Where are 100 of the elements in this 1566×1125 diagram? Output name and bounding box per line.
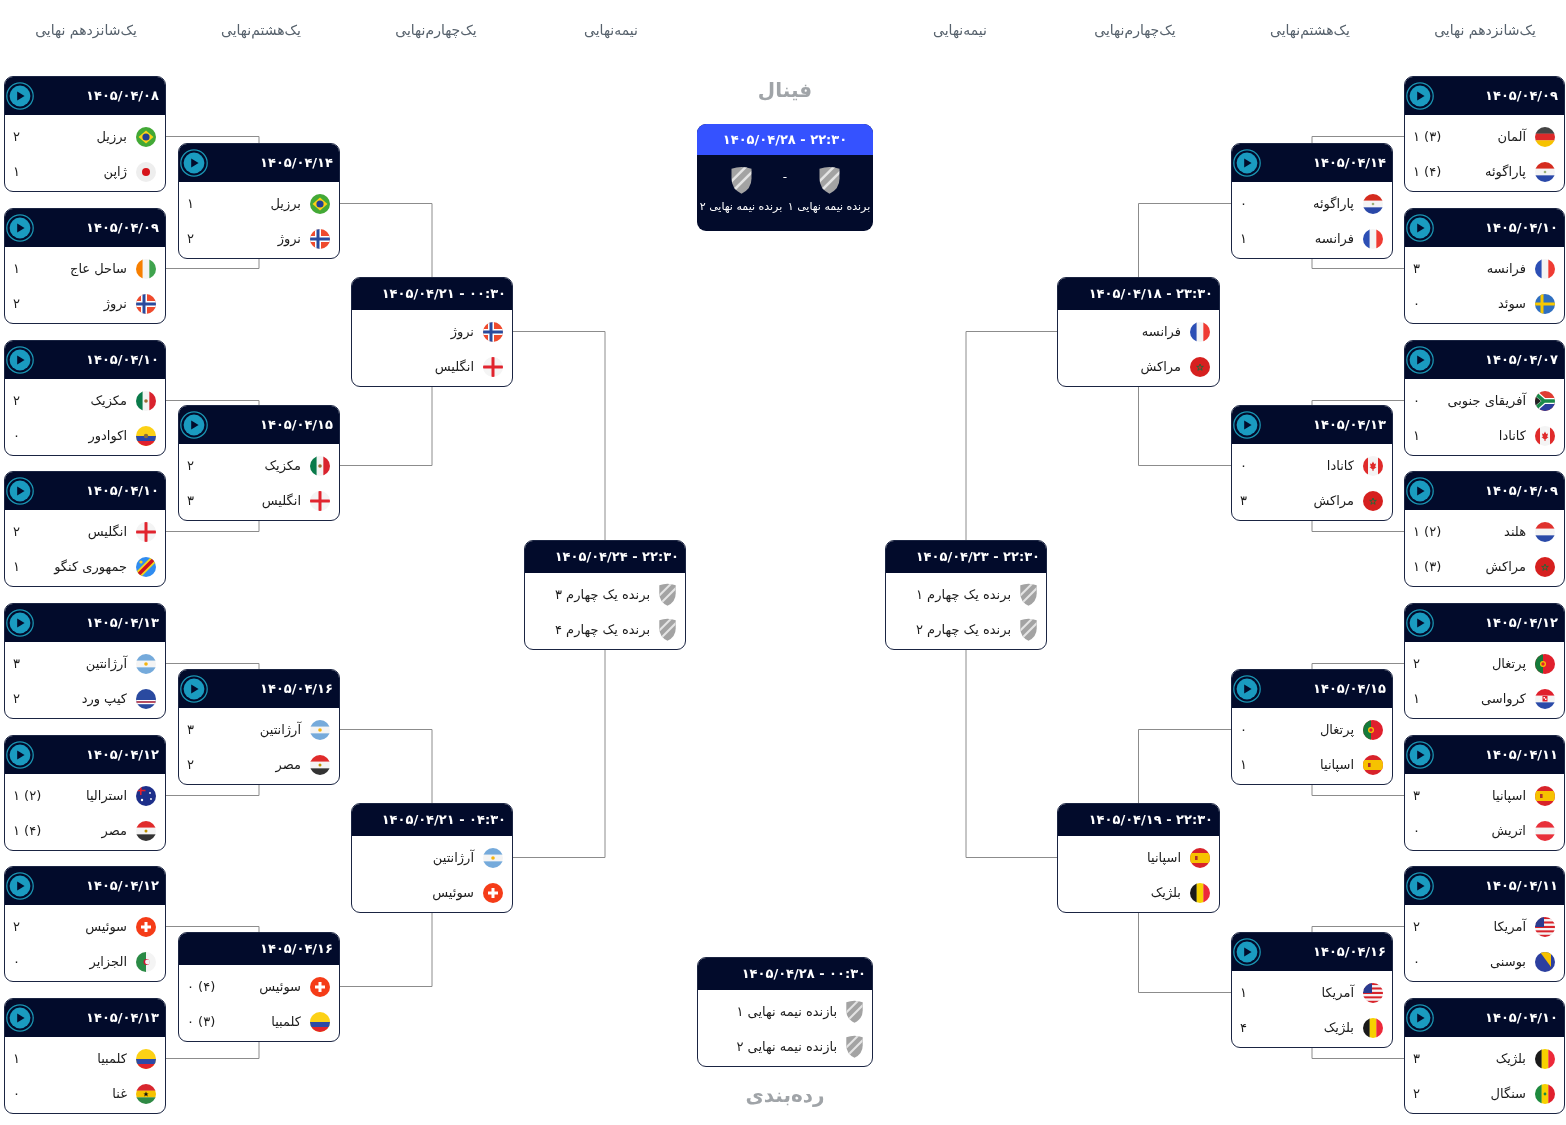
score: ۲ xyxy=(13,127,20,146)
score: ۳ xyxy=(13,654,20,673)
match-date: ۱۴۰۵/۰۴/۰۹ xyxy=(1485,482,1558,501)
team-name: اتریش xyxy=(1491,821,1526,841)
score: ۱ xyxy=(1413,689,1420,708)
match-card xyxy=(4,735,166,851)
connector-line xyxy=(1311,400,1405,406)
score: ۰ xyxy=(1240,194,1247,213)
team-name: برزیل xyxy=(96,127,127,146)
score: ۲ xyxy=(187,229,194,248)
team-name: کیپ ورد xyxy=(81,689,127,709)
match-card xyxy=(1231,143,1393,259)
match-card xyxy=(524,540,686,650)
team-name: آفریقای جنوبی xyxy=(1447,391,1526,411)
match-card xyxy=(697,957,873,1067)
team-name: سوئیس xyxy=(432,883,474,903)
connector-line xyxy=(165,520,260,532)
match-card xyxy=(4,208,166,324)
connector-line xyxy=(339,203,433,278)
match-card xyxy=(4,866,166,982)
team-name: نروژ xyxy=(103,294,127,314)
match-date: ۱۴۰۵/۰۴/۱۲ xyxy=(86,877,159,896)
score: ۳ xyxy=(1413,259,1420,278)
team-name: برنده نیمه نهایی ۲ xyxy=(699,199,783,215)
score: ۱ (۲) xyxy=(13,786,42,805)
team-name: مکزیک xyxy=(90,391,127,411)
score: ۲ xyxy=(1413,1084,1420,1103)
match-date: ۱۴۰۵/۰۴/۱۵ xyxy=(1313,680,1386,699)
score: ۰ xyxy=(13,1084,20,1103)
connector-line xyxy=(1311,926,1405,933)
connector-line xyxy=(1311,258,1405,269)
score: ۱ xyxy=(1413,426,1420,445)
team-name: سوئد xyxy=(1497,294,1526,314)
team-name: پاراگوئه xyxy=(1313,194,1354,214)
team-name: سنگال xyxy=(1490,1084,1526,1103)
match-date: ۱۴۰۵/۰۴/۱۳ xyxy=(1313,416,1386,435)
team-name: اسپانیا xyxy=(1492,786,1526,805)
match-date: ۱۴۰۵/۰۴/۱۹ - ۲۲:۳۰ xyxy=(1088,811,1213,830)
score: ۱ xyxy=(13,557,20,576)
score: ۱ xyxy=(1240,229,1247,248)
round-heading: یک‌چهارم‌نهایی xyxy=(395,21,477,41)
team-name: فرانسه xyxy=(1314,229,1354,249)
score: ۰ xyxy=(1413,294,1420,313)
match-card xyxy=(4,340,166,456)
match-card xyxy=(885,540,1047,650)
match-card xyxy=(1404,208,1565,324)
connector-line xyxy=(339,912,433,987)
team-name: ساحل عاج xyxy=(70,259,127,278)
match-card xyxy=(4,76,166,192)
score: ۰ (۴) xyxy=(187,977,216,996)
score: ۰ xyxy=(1413,391,1420,410)
score: ۲ xyxy=(13,522,20,541)
match-date: ۱۴۰۵/۰۴/۱۲ xyxy=(1485,614,1558,633)
team-name: الجزایر xyxy=(89,952,127,972)
match-date: ۱۴۰۵/۰۴/۲۸ - ۰۰:۳۰ xyxy=(741,965,866,984)
team-name: مراکش xyxy=(1140,357,1181,377)
match-card xyxy=(1231,932,1393,1048)
match-date: ۱۴۰۵/۰۴/۱۳ xyxy=(86,1009,159,1028)
score: ۱ xyxy=(13,259,20,278)
match-date: ۱۴۰۵/۰۴/۱۰ xyxy=(86,351,159,370)
connector-line xyxy=(165,400,260,406)
match-card xyxy=(4,603,166,719)
team-name: پرتغال xyxy=(1491,654,1526,673)
match-date: ۱۴۰۵/۰۴/۰۹ xyxy=(1485,87,1558,106)
score: ۲ xyxy=(13,917,20,936)
team-name: برنده یک چهارم ۳ xyxy=(555,585,650,604)
round-heading: نیمه‌نهایی xyxy=(584,21,638,41)
score: ۱ (۳) xyxy=(1413,557,1442,576)
match-card xyxy=(1057,277,1220,387)
score: ۰ xyxy=(1413,952,1420,971)
match-card xyxy=(1404,998,1565,1114)
section-title: رده‌بندی xyxy=(745,1082,825,1108)
match-card xyxy=(4,998,166,1114)
match-card xyxy=(4,471,166,587)
match-card xyxy=(1231,669,1393,785)
score: ۲ xyxy=(1413,917,1420,936)
match-card xyxy=(1404,471,1565,587)
match-card xyxy=(1404,76,1565,192)
score: ۳ xyxy=(1240,491,1247,510)
match-date: ۱۴۰۵/۰۴/۰۸ xyxy=(86,87,159,106)
team-name: انگلیس xyxy=(87,522,127,542)
round-heading: یک‌هشتم‌نهایی xyxy=(1270,21,1350,41)
connector-line xyxy=(965,649,1058,858)
score: ۰ xyxy=(1413,821,1420,840)
match-date: ۱۴۰۵/۰۴/۲۴ - ۲۲:۳۰ xyxy=(554,548,679,567)
match-date: ۱۴۰۵/۰۴/۱۰ xyxy=(1485,219,1558,238)
score: ۱ xyxy=(1240,755,1247,774)
score: ۲ xyxy=(187,456,194,475)
match-date: ۱۴۰۵/۰۴/۲۳ - ۲۲:۳۰ xyxy=(915,548,1040,567)
match-date: ۱۴۰۵/۰۴/۱۰ xyxy=(86,482,159,501)
connector-line xyxy=(1138,203,1232,278)
connector-line xyxy=(165,784,260,796)
team-name: سوئیس xyxy=(85,917,127,937)
team-name: آلمان xyxy=(1497,127,1526,146)
team-name: بازنده نیمه نهایی ۱ xyxy=(736,1002,837,1022)
match-card xyxy=(178,932,340,1042)
round-heading: یک‌هشتم‌نهایی xyxy=(221,21,301,41)
score: ۲ xyxy=(1413,654,1420,673)
team-name: پاراگوئه xyxy=(1485,162,1526,182)
score: ۱ xyxy=(187,194,194,213)
